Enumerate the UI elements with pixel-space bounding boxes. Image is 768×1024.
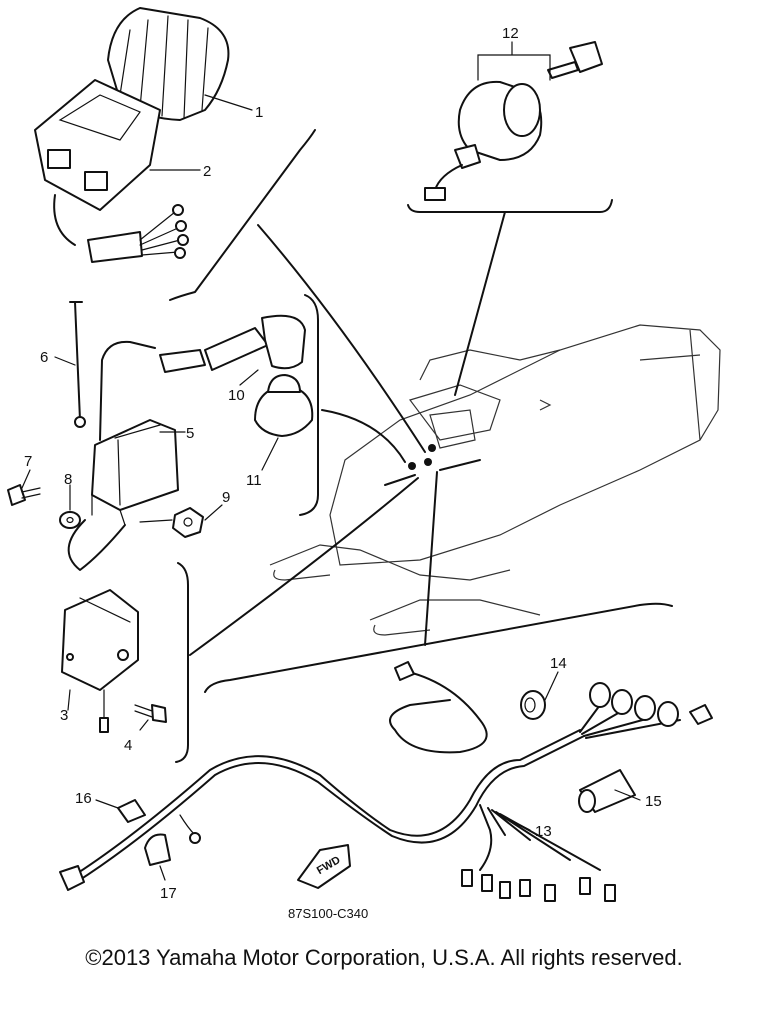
- washer-part: [59, 511, 81, 529]
- callout-1: 1: [255, 104, 263, 121]
- callout-8: 8: [64, 471, 72, 488]
- drawing-code: 87S100-C340: [288, 906, 368, 921]
- callout-15: 15: [645, 793, 662, 810]
- callout-6: 6: [40, 349, 48, 366]
- callout-11: 11: [246, 472, 262, 489]
- callout-2: 2: [203, 163, 211, 180]
- callout-14: 14: [550, 655, 567, 672]
- callout-9: 9: [222, 489, 230, 506]
- callout-7: 7: [24, 453, 32, 470]
- callout-3: 3: [60, 707, 68, 724]
- harness-grommet-part: [520, 690, 546, 720]
- leader-lines: [189, 211, 506, 656]
- callout-10: 10: [228, 387, 245, 404]
- connector-cap-part: [578, 769, 636, 813]
- ignition-coil-part: [91, 340, 179, 526]
- coil-lead-part: [67, 519, 126, 571]
- grommet-part: [254, 374, 314, 437]
- cdi-unit-part: [61, 589, 139, 733]
- main-switch-part: [424, 41, 603, 201]
- callout-4: 4: [124, 737, 132, 754]
- strap-part: [69, 301, 86, 428]
- group-brackets: [169, 129, 673, 763]
- callout-13: 13: [535, 823, 552, 840]
- throttle-housing-part: [34, 79, 189, 263]
- callout-17: 17: [160, 885, 177, 902]
- callout-numbers: 1 2 3 4 5 6 7 8 9 10 11 12 13 14 15 16 1…: [24, 25, 662, 902]
- callout-16: 16: [75, 790, 92, 807]
- exploded-parts-diagram: FWD 1 2 3 4 5 6 7 8 9 10 11 12 13 14: [7, 7, 721, 921]
- wire-harness-part: [59, 661, 713, 902]
- plug-cap-part: [159, 314, 306, 373]
- snowmobile-outline: [269, 324, 721, 636]
- clamp-part: [144, 814, 201, 866]
- copyright-notice: ©2013 Yamaha Motor Corporation, U.S.A. A…: [85, 945, 683, 970]
- nut-part: [139, 507, 204, 538]
- forward-arrow: FWD: [297, 844, 351, 889]
- bolt-part: [7, 484, 41, 506]
- cdi-bolt-part: [134, 704, 167, 723]
- callout-12: 12: [502, 25, 519, 42]
- sleeve-part: [117, 799, 146, 823]
- callout-leaders: [21, 41, 641, 881]
- callout-5: 5: [186, 425, 194, 442]
